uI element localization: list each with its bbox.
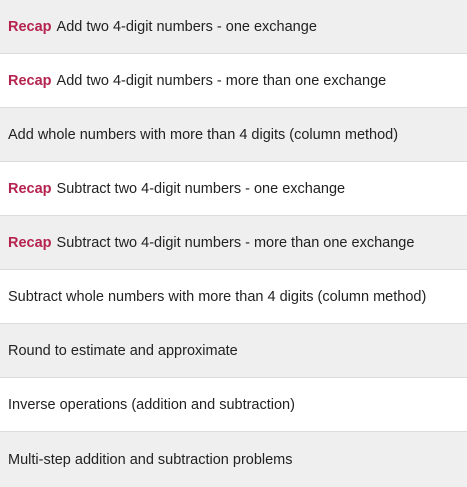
- lesson-title: Multi-step addition and subtraction prob…: [8, 451, 293, 468]
- lesson-item[interactable]: Recap Subtract two 4-digit numbers - mor…: [0, 216, 467, 270]
- lesson-item[interactable]: Recap Add two 4-digit numbers - one exch…: [0, 0, 467, 54]
- lesson-title: Subtract whole numbers with more than 4 …: [8, 288, 427, 305]
- lesson-item[interactable]: Round to estimate and approximate: [0, 324, 467, 378]
- recap-badge: Recap: [8, 18, 52, 35]
- lesson-item[interactable]: Recap Add two 4-digit numbers - more tha…: [0, 54, 467, 108]
- lesson-item[interactable]: Subtract whole numbers with more than 4 …: [0, 270, 467, 324]
- lesson-title: Subtract two 4-digit numbers - more than…: [56, 234, 415, 251]
- lesson-item[interactable]: Inverse operations (addition and subtrac…: [0, 378, 467, 432]
- lesson-item[interactable]: Recap Subtract two 4-digit numbers - one…: [0, 162, 467, 216]
- lesson-title: Add whole numbers with more than 4 digit…: [8, 126, 399, 143]
- lesson-item[interactable]: Multi-step addition and subtraction prob…: [0, 432, 467, 487]
- lesson-title: Subtract two 4-digit numbers - one excha…: [56, 180, 346, 197]
- recap-badge: Recap: [8, 72, 52, 89]
- recap-badge: Recap: [8, 180, 52, 197]
- recap-badge: Recap: [8, 234, 52, 251]
- lesson-title: Add two 4-digit numbers - one exchange: [56, 18, 317, 35]
- lesson-title: Round to estimate and approximate: [8, 342, 238, 359]
- lesson-title: Add two 4-digit numbers - more than one …: [56, 72, 387, 89]
- lesson-item[interactable]: Add whole numbers with more than 4 digit…: [0, 108, 467, 162]
- lesson-title: Inverse operations (addition and subtrac…: [8, 396, 295, 413]
